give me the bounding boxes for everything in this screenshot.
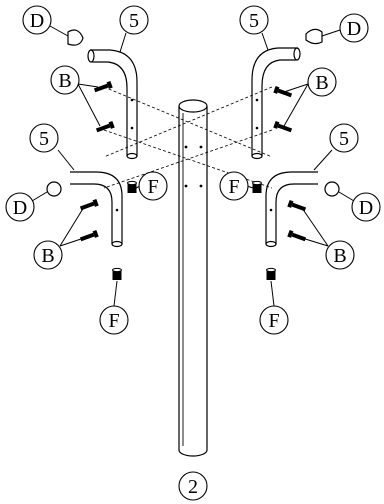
callout-label: D xyxy=(13,197,27,219)
leader-lines xyxy=(31,25,355,307)
callout-cap-lower-left: D xyxy=(5,192,35,222)
callout-label: D xyxy=(30,10,44,32)
pole-holes xyxy=(184,145,203,188)
callout-label: 2 xyxy=(188,476,198,498)
callout-foot-bottom-left: F xyxy=(99,305,129,335)
callout-foot-bottom-right: F xyxy=(259,305,289,335)
assembly-guide-lines xyxy=(103,86,273,189)
callout-label: B xyxy=(58,70,71,92)
bolt xyxy=(79,229,99,242)
end-cap-upper-left xyxy=(67,29,84,46)
end-cap-lower-left xyxy=(46,181,62,197)
callout-label: 5 xyxy=(39,128,49,150)
callout-cap-lower-right: D xyxy=(351,192,381,222)
tube-lower-left xyxy=(70,171,123,248)
callout-cap-top-right: D xyxy=(339,13,369,43)
callout-label: 5 xyxy=(339,128,349,150)
callout-bolts-lower-right: B xyxy=(325,240,355,270)
callout-foot-center-left: F xyxy=(138,171,168,201)
center-pole xyxy=(178,99,208,457)
end-cap-lower-right xyxy=(324,181,340,197)
callout-label: 5 xyxy=(249,10,259,32)
callout-tube-lower-right: 5 xyxy=(329,123,359,153)
callout-tube-top-right: 5 xyxy=(239,5,269,35)
feet xyxy=(112,180,276,280)
bolt xyxy=(95,120,115,133)
callout-label: F xyxy=(268,310,279,332)
callout-bolts-lower-left: B xyxy=(33,240,63,270)
callout-bolts-upper-left: B xyxy=(50,65,80,95)
end-cap-upper-right xyxy=(305,28,323,45)
callout-tube-top-left: 5 xyxy=(119,5,149,35)
callout-label: D xyxy=(359,197,373,219)
callout-label: 5 xyxy=(129,10,139,32)
bolt xyxy=(287,229,307,242)
foot-bottom-right xyxy=(266,267,276,280)
callout-label: B xyxy=(41,245,54,267)
callout-pole: 2 xyxy=(178,471,208,501)
callout-cap-top-left: D xyxy=(22,5,52,35)
bolts xyxy=(79,80,307,242)
callout-label: D xyxy=(347,18,361,40)
foot-center-left xyxy=(127,180,137,193)
callout-bolts-upper-right: B xyxy=(307,67,337,97)
callout-label: B xyxy=(333,245,346,267)
bolt xyxy=(273,85,293,98)
callout-tube-lower-left: 5 xyxy=(29,123,59,153)
callout-label: F xyxy=(108,310,119,332)
bolt xyxy=(93,80,113,93)
callout-label: B xyxy=(315,72,328,94)
bolt xyxy=(273,120,293,133)
foot-bottom-left xyxy=(112,267,122,280)
tube-lower-right xyxy=(265,171,318,248)
foot-center-right xyxy=(252,180,262,193)
tube-upper-right xyxy=(251,47,301,160)
callout-foot-center-right: F xyxy=(219,171,249,201)
tube-upper-left xyxy=(87,49,138,160)
callout-label: F xyxy=(228,176,239,198)
callout-label: F xyxy=(147,176,158,198)
